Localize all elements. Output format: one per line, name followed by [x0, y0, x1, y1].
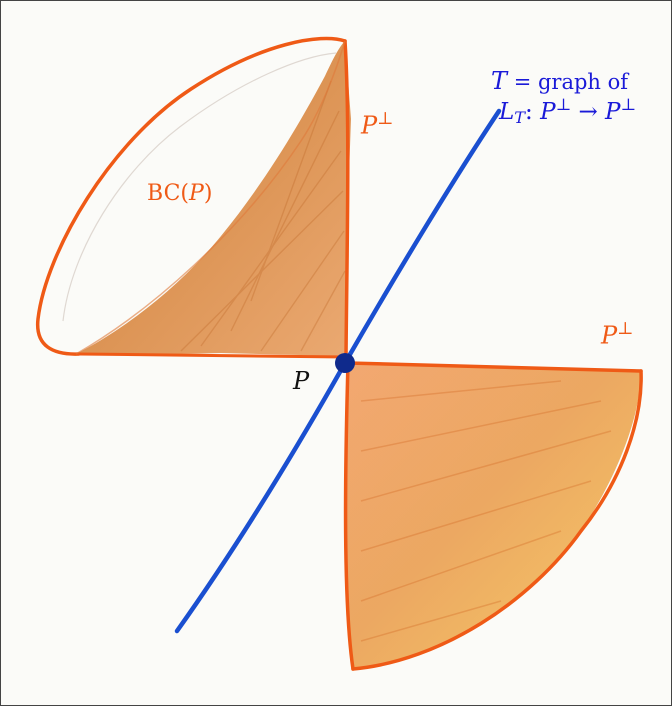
bc-label: BC(P)	[147, 181, 213, 206]
lower-cone-left-edge	[343, 361, 355, 671]
upper-cone-right-edge	[343, 39, 350, 359]
upper-cone-inner-rim	[62, 52, 337, 322]
upper-cone-hatching	[180, 80, 346, 352]
p-perp-upper-label: P⊥	[361, 109, 394, 140]
upper-cone-left-edge	[75, 40, 346, 355]
lower-cone-top-edge	[346, 361, 643, 373]
point-P-dot	[335, 353, 355, 373]
upper-cone-rim	[36, 36, 347, 356]
point-P-label: P	[293, 367, 310, 395]
t-graph-label-line1: T = graph of	[491, 67, 629, 95]
upper-cone-bottom-edge	[77, 352, 348, 359]
p-perp-lower-label: P⊥	[601, 319, 634, 350]
lower-cone-arc-edge	[351, 369, 643, 671]
lower-cone-fill	[345, 363, 641, 669]
upper-cone-fill	[76, 41, 351, 357]
lower-cone-hatching	[360, 380, 612, 642]
t-graph-label-line2: LT: P⊥ → P⊥	[499, 95, 637, 128]
